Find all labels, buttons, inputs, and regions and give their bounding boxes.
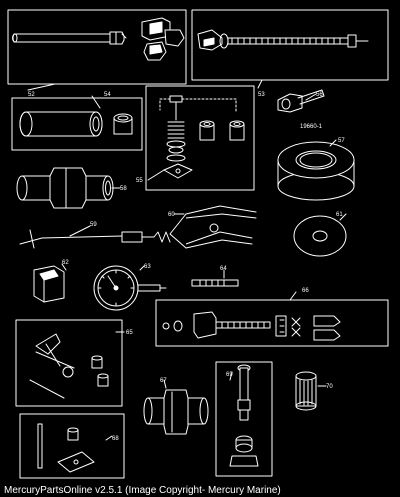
callout-70: 70 [326, 384, 333, 390]
puller-assembly [197, 29, 369, 51]
leader-59 [69, 225, 91, 237]
tool-group-70[interactable]: 70 [295, 371, 333, 411]
callout-63: 63 [144, 264, 151, 270]
callout-58: 58 [120, 186, 127, 192]
group-55-frame [145, 85, 255, 191]
tool-group-65[interactable]: 65 [15, 319, 133, 407]
jaw-bottom [313, 329, 341, 341]
tool-group-66[interactable]: 66 [155, 288, 389, 347]
plier-handle-top [185, 205, 257, 215]
disc [293, 215, 347, 257]
group-69-frame [215, 361, 273, 477]
callout-62: 62 [62, 260, 69, 266]
shaft [239, 367, 249, 421]
tool-group-52[interactable]: 52 [7, 9, 187, 98]
tool-group-69[interactable]: 69 [215, 361, 273, 477]
rod [37, 423, 43, 469]
part-number-56: 19660-1 [300, 124, 323, 130]
threaded-rod [215, 321, 271, 329]
leader-54 [91, 95, 101, 109]
tool-group-56[interactable]: 56 19660-1 [277, 89, 325, 130]
bracket [35, 333, 61, 355]
copyright-footer: MercuryPartsOnline v2.5.1 (Image Copyrig… [4, 485, 281, 496]
tool-group-68[interactable]: 68 [19, 413, 125, 479]
group-68-frame [19, 413, 125, 479]
leader-63 [139, 265, 145, 271]
callout-64: 64 [220, 266, 227, 272]
hex-nut [49, 167, 87, 209]
tool-group-55[interactable]: 55 [136, 85, 255, 191]
group-54-frame [11, 97, 143, 151]
leader-56 [305, 93, 317, 101]
tool-group-61[interactable]: 61 [293, 212, 347, 257]
callout-65: 65 [126, 330, 133, 336]
callout-53: 53 [258, 92, 265, 98]
pin [191, 279, 239, 287]
dashed-leaders [159, 98, 237, 113]
tool-group-54[interactable]: 54 [11, 92, 143, 151]
group-52-frame [7, 9, 187, 85]
pins [291, 317, 301, 337]
callout-56: 56 [316, 92, 323, 98]
tool-group-57[interactable]: 57 [277, 138, 355, 201]
tool-group-58[interactable]: 58 [16, 167, 127, 209]
callout-60: 60 [168, 212, 175, 218]
leader-69 [229, 371, 233, 381]
plate [57, 451, 95, 473]
leader-53 [257, 79, 263, 89]
callout-57: 57 [338, 138, 345, 144]
leader-55 [147, 169, 165, 181]
plier-handle-bottom [185, 231, 253, 245]
bushings [199, 120, 245, 141]
callout-67: 67 [160, 378, 167, 384]
probe [29, 379, 65, 399]
group-65-frame [15, 319, 123, 407]
fittings [91, 355, 109, 387]
tool-group-62[interactable]: 62 [33, 260, 69, 303]
callout-69: 69 [226, 372, 233, 378]
collar [113, 113, 133, 135]
callout-54: 54 [104, 92, 111, 98]
callout-55: 55 [136, 178, 143, 184]
tool-group-64[interactable]: 64 [191, 266, 239, 287]
callout-52: 52 [28, 92, 35, 98]
tool-group-59[interactable]: 59 [19, 222, 171, 249]
tool-group-60[interactable]: 60 [168, 205, 257, 249]
tool-group-67[interactable]: 67 [143, 378, 209, 435]
callout-68: 68 [112, 436, 119, 442]
callout-61: 61 [336, 212, 343, 218]
puller-head [193, 311, 217, 339]
leader-62 [61, 263, 67, 271]
leader-68 [105, 435, 113, 441]
socket-adapters [141, 17, 185, 61]
jaw-top [313, 315, 341, 327]
leader-67 [163, 379, 167, 389]
t-handle [19, 237, 43, 245]
leader-61 [339, 213, 347, 221]
leader-52 [27, 83, 56, 91]
callout-59: 59 [90, 222, 97, 228]
large-ring [277, 141, 355, 179]
tool-group-53[interactable]: 53 [191, 9, 389, 98]
leader-66 [289, 291, 297, 301]
tool-group-63[interactable]: 63 [93, 264, 167, 311]
leader-57 [329, 139, 337, 147]
coupler-nut [163, 389, 189, 435]
spacer [275, 315, 287, 337]
callout-66: 66 [302, 288, 309, 294]
group-53-frame [191, 9, 389, 81]
shaft-tool [12, 31, 127, 45]
stacked-assembly [163, 95, 193, 179]
slide-shaft [41, 235, 123, 239]
group-66-frame [155, 299, 389, 347]
